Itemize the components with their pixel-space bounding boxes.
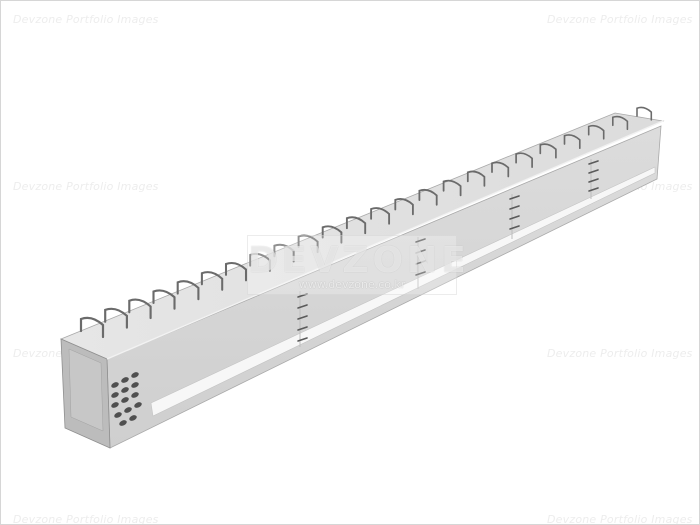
stirrup xyxy=(539,143,557,159)
watermark-text: Devzone Portfolio Images xyxy=(547,13,693,26)
strand-holes xyxy=(111,372,142,426)
stirrup xyxy=(273,243,295,263)
stirrup xyxy=(612,115,629,131)
stirrup xyxy=(466,170,486,187)
watermark-text: Devzone Portfolio Images xyxy=(13,180,159,193)
logo-watermark: DEVZONE www.devzone.co.kr xyxy=(247,235,470,295)
logo-text: DEVZONE xyxy=(248,240,470,281)
stirrup xyxy=(200,271,224,291)
beam-edge-highlight xyxy=(106,120,664,360)
stirrup xyxy=(587,124,605,140)
logo-url: www.devzone.co.kr xyxy=(298,278,406,291)
stirrup xyxy=(491,161,510,178)
joint-ties xyxy=(297,160,599,342)
watermark-text: Devzone Portfolio Images xyxy=(13,513,159,525)
stirrup xyxy=(152,289,176,310)
stirrup xyxy=(515,152,533,168)
beam-end-inner xyxy=(68,348,104,432)
stirrup xyxy=(636,106,653,121)
stirrup xyxy=(79,316,105,339)
stirrup xyxy=(321,225,343,244)
stirrup xyxy=(224,261,248,282)
watermark-text: Devzone Portfolio Images xyxy=(547,347,693,360)
stirrup xyxy=(176,280,200,301)
stirrup xyxy=(128,298,152,320)
beam-bottom-strip xyxy=(150,166,656,417)
watermark-text: Devzone Portfolio Images xyxy=(547,513,693,525)
stirrup xyxy=(297,234,319,254)
stirrup xyxy=(418,188,438,206)
stirrup xyxy=(249,252,271,273)
stirrup xyxy=(345,216,367,235)
watermark-text: Devzone Portfolio Images xyxy=(13,13,159,26)
stirrup xyxy=(394,198,414,216)
stirrup xyxy=(104,307,128,329)
stirrup xyxy=(442,179,462,197)
stirrup xyxy=(370,207,391,225)
stirrup xyxy=(563,134,581,150)
stirrup-group xyxy=(79,106,653,339)
